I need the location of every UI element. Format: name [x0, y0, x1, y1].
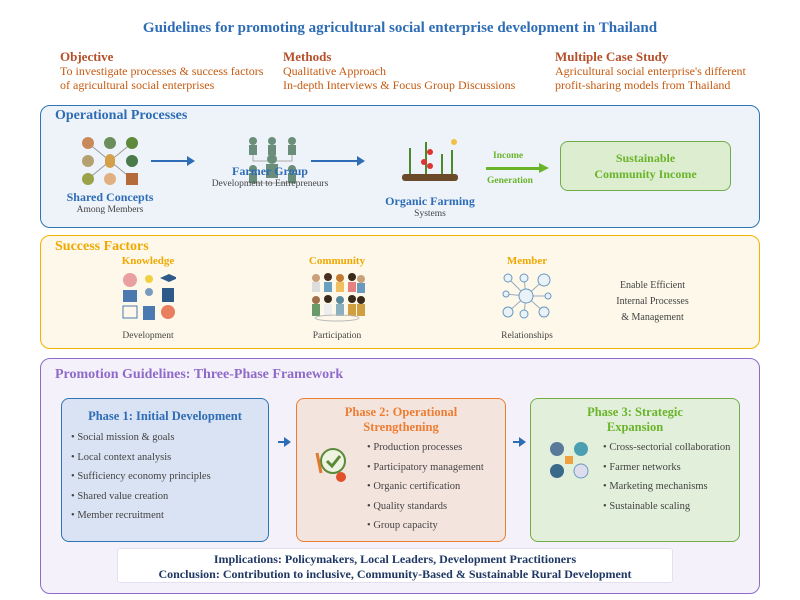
case-study-line: profit-sharing models from Thailand [555, 78, 731, 92]
step-sub: Systems [414, 209, 446, 219]
phase-title-line: Strengthening [363, 420, 439, 434]
farmer-group-icon [249, 137, 296, 184]
objective-line: of agricultural social enterprises [60, 78, 215, 92]
phase-arrow [278, 441, 286, 443]
result-line: Enable Efficient [619, 280, 686, 291]
phase-item: Group capacity [367, 516, 505, 536]
organic-farming-icon [402, 139, 458, 181]
factor-member-sub: Relationships [501, 331, 553, 341]
phase-item: Member recruitment [71, 506, 268, 526]
objective-heading: Objective [60, 49, 114, 64]
step-sub: Development to Entrepreneurs [211, 179, 329, 189]
flow-arrow [151, 160, 191, 162]
success-result: Enable Efficient Internal Processes & Ma… [595, 278, 710, 326]
factor-member-label: Member [506, 255, 548, 267]
objective-block: Objective To investigate processes & suc… [60, 49, 264, 93]
success-title: Success Factors [55, 239, 149, 254]
step-label: Organic Farming [385, 194, 475, 208]
phase-2-card: Phase 2: Operational Strengthening Produ… [296, 398, 506, 542]
step-label: Farmer Group [232, 164, 308, 178]
arrow-head-icon [187, 156, 195, 166]
income-arrow [486, 167, 541, 170]
result-line: & Management [621, 312, 684, 323]
phase-item: Social mission & goals [71, 428, 268, 448]
phase-item: Farmer networks [603, 458, 733, 478]
phase-item: Marketing mechanisms [603, 477, 733, 497]
factor-community-sub: Participation [312, 331, 362, 341]
phase-item: Organic certification [367, 477, 505, 497]
success-factors-panel [40, 235, 760, 349]
phase-2-title: Phase 2: Operational Strengthening [297, 405, 505, 435]
implications-text: Implications: Policymakers, Local Leader… [213, 552, 577, 566]
case-study-line: Agricultural social enterprise's differe… [555, 64, 746, 78]
phase-3-title: Phase 3: Strategic Expansion [531, 405, 739, 435]
arrow-head-icon [519, 437, 526, 447]
step-sub: Among Members [76, 205, 144, 215]
promotion-title: Promotion Guidelines: Three-Phase Framew… [55, 367, 344, 382]
phase-item: Cross-sectorial collaboration [603, 438, 733, 458]
phase-item: Shared value creation [71, 487, 268, 507]
case-study-block: Multiple Case Study Agricultural social … [555, 49, 746, 93]
knowledge-icon [122, 273, 176, 320]
factor-knowledge-label: Knowledge [121, 255, 175, 267]
methods-line: Qualitative Approach [283, 64, 386, 78]
step-shared-concepts: Shared Concepts Among Members [60, 190, 160, 215]
phase-item: Quality standards [367, 497, 505, 517]
phase-item: Sufficiency economy principles [71, 467, 268, 487]
generation-label: Generation [487, 176, 533, 186]
step-farmer-group: Farmer Group Development to Entrepreneur… [205, 164, 335, 189]
methods-block: Methods Qualitative Approach In-depth In… [283, 49, 516, 93]
operational-title: Operational Processes [55, 108, 188, 123]
conclusion-text: Conclusion: Contribution to inclusive, C… [158, 567, 632, 581]
collaboration-icon [550, 442, 589, 479]
phase-item: Sustainable scaling [603, 497, 733, 517]
phase-item: Local context analysis [71, 448, 268, 468]
people-network-icon [82, 137, 138, 185]
outcome-line: Sustainable [615, 151, 676, 165]
step-organic-farming: Organic Farming Systems [380, 194, 480, 219]
page-title: Guidelines for promoting agricultural so… [142, 20, 658, 36]
arrow-head-icon [539, 163, 549, 173]
methods-heading: Methods [283, 49, 332, 64]
flow-arrow [311, 160, 361, 162]
phase-title-line: Expansion [606, 420, 664, 434]
phase-1-card: Phase 1: Initial Development Social miss… [61, 398, 269, 542]
objective-line: To investigate processes & success facto… [60, 64, 264, 78]
phase-title-line: Phase 3: Strategic [587, 405, 683, 419]
arrow-head-icon [357, 156, 365, 166]
community-meeting-icon [312, 273, 365, 322]
phase-title-line: Phase 2: Operational [344, 405, 458, 419]
factor-community-label: Community [308, 255, 366, 267]
factor-knowledge-sub: Development [122, 331, 174, 341]
case-study-heading: Multiple Case Study [555, 49, 669, 64]
member-network-icon [502, 273, 552, 319]
phase-arrow [513, 441, 521, 443]
result-line: Internal Processes [616, 296, 689, 307]
phase-item: Participatory management [367, 458, 505, 478]
methods-line: In-depth Interviews & Focus Group Discus… [283, 78, 516, 92]
outcome-line: Community Income [594, 167, 697, 181]
arrow-head-icon [284, 437, 291, 447]
step-label: Shared Concepts [66, 190, 154, 204]
phase-1-title: Phase 1: Initial Development [88, 409, 242, 423]
implications-box: Implications: Policymakers, Local Leader… [117, 548, 673, 583]
sustainable-income-box: Sustainable Community Income [560, 141, 731, 191]
organic-check-icon [315, 448, 346, 482]
income-label: Income [493, 151, 524, 161]
phase-3-card: Phase 3: Strategic Expansion Cross-secto… [530, 398, 740, 542]
phase-item: Production processes [367, 438, 505, 458]
